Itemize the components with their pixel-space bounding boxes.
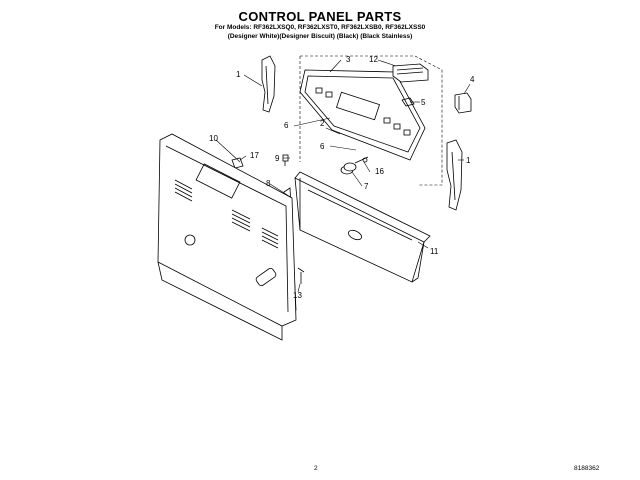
part-12-display-board — [392, 63, 429, 83]
leader-lines — [215, 59, 471, 293]
callout-12: 12 — [369, 55, 378, 64]
part-11-manifold-panel — [294, 171, 431, 283]
callout-11: 11 — [430, 247, 439, 256]
part-13-screw — [297, 267, 305, 284]
part-3-control-console — [299, 69, 426, 161]
callout-17: 17 — [250, 151, 259, 160]
part-17-clip — [231, 157, 244, 169]
callout-6-upper: 6 — [284, 121, 289, 130]
part-1-end-cap-left — [261, 55, 276, 113]
part-16-shaft — [354, 156, 369, 164]
callout-labels: 1 3 12 4 5 6 2 6 1 9 10 17 16 7 8 11 13 — [209, 55, 475, 300]
part-1-end-cap-right — [446, 139, 463, 211]
callout-16: 16 — [375, 167, 384, 176]
model-list: For Models: RF362LXSQ0, RF362LXST0, RF36… — [214, 24, 426, 31]
callout-3: 3 — [346, 55, 351, 64]
callout-2: 2 — [320, 119, 325, 128]
page-number: 2 — [314, 465, 318, 472]
page-title: CONTROL PANEL PARTS — [238, 9, 402, 24]
callout-1-left: 1 — [236, 70, 241, 79]
callout-13: 13 — [293, 291, 302, 300]
callout-8: 8 — [266, 179, 271, 188]
part-5-clip — [401, 97, 415, 107]
part-7-knob — [340, 162, 357, 175]
part-10-rear-panel — [157, 133, 297, 341]
callout-10: 10 — [209, 134, 218, 143]
document-number: 8188362 — [574, 465, 600, 472]
part-9-screw — [282, 154, 289, 166]
callout-1-right: 1 — [466, 156, 471, 165]
callout-9: 9 — [275, 154, 280, 163]
callout-4: 4 — [470, 75, 475, 84]
callout-7: 7 — [364, 182, 369, 191]
callout-6-lower: 6 — [320, 142, 325, 151]
model-variants: (Designer White)(Designer Biscuit) (Blac… — [227, 33, 413, 40]
part-4-bracket — [454, 92, 472, 114]
assembly-outline — [299, 55, 443, 186]
callout-5: 5 — [421, 98, 426, 107]
